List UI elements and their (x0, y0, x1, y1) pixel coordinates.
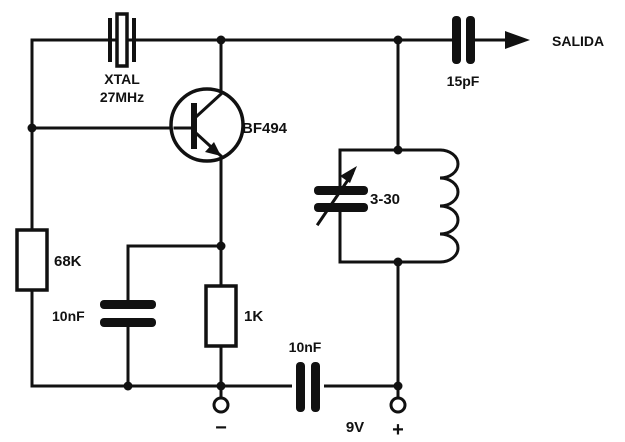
wires (30, 38, 507, 402)
trimmer-label: 3-30 (370, 191, 400, 208)
negative-terminal-label: − (215, 417, 227, 439)
supply-capacitor-10nf (296, 362, 320, 412)
output-label: SALIDA (552, 33, 604, 49)
transistor-label: BF494 (242, 120, 288, 137)
xtal-label: XTAL (104, 71, 140, 87)
negative-terminal (212, 396, 230, 414)
junction-dots (27, 35, 403, 391)
output-capacitor-15pf (452, 16, 475, 64)
supply-capacitor-label: 10nF (289, 339, 322, 355)
positive-terminal (389, 396, 407, 414)
positive-terminal-label: + (392, 419, 404, 441)
emitter-resistor-label: 1K (244, 308, 263, 325)
variable-arrow-icon (340, 166, 357, 183)
output-arrow-icon (505, 31, 530, 49)
trimmer-capacitor (314, 166, 368, 227)
transistor-bf494 (169, 87, 245, 163)
xtal-frequency-label: 27MHz (100, 89, 144, 105)
tank-coil (438, 148, 460, 264)
bias-resistor-label: 68K (54, 253, 82, 270)
output-capacitor-label: 15pF (447, 73, 480, 89)
emitter-resistor-1k (204, 284, 238, 348)
bias-resistor-68k (15, 228, 49, 292)
emitter-capacitor-10nf (100, 300, 156, 327)
crystal-xtal (108, 12, 144, 68)
supply-voltage-label: 9V (346, 419, 364, 436)
emitter-capacitor-label: 10nF (52, 308, 85, 324)
